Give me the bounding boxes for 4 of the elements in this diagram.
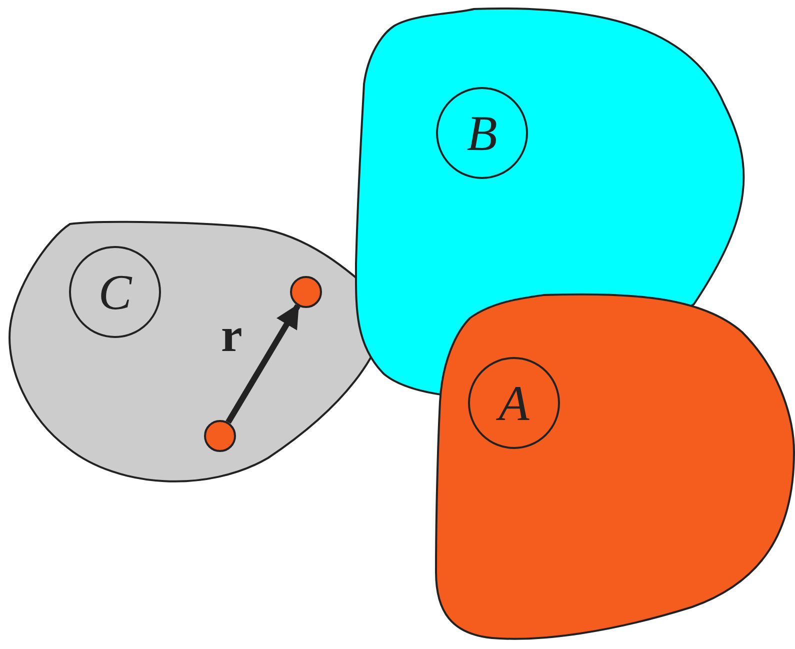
region-label: A bbox=[468, 357, 560, 449]
region-label: B bbox=[436, 87, 528, 179]
region-label: C bbox=[69, 246, 161, 338]
vector-arrow bbox=[226, 304, 300, 424]
